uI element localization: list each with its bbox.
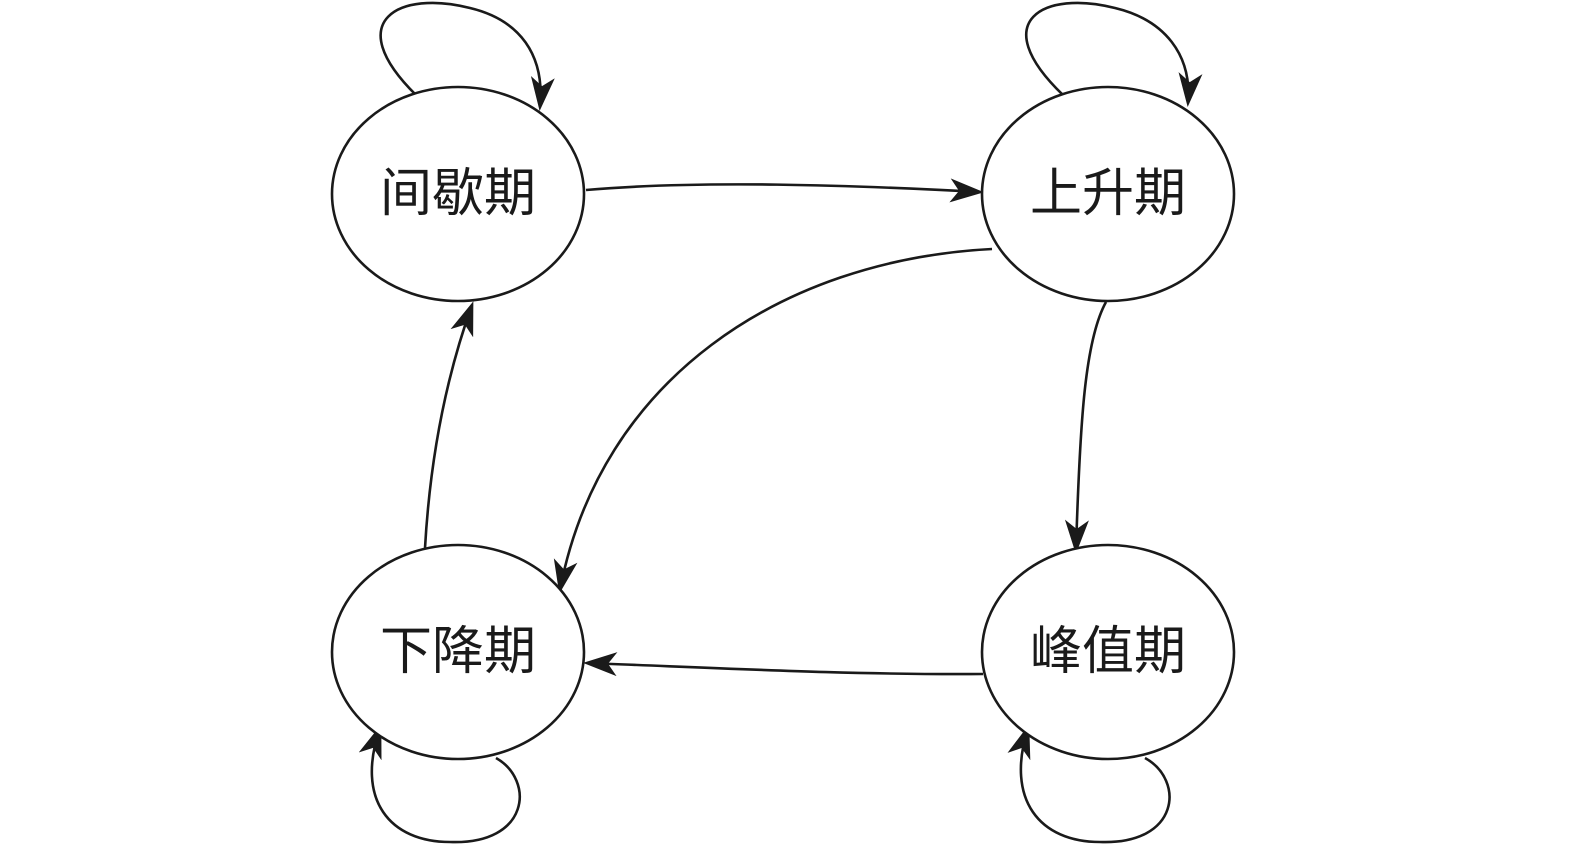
edge-rising-to-peak [1064,301,1108,554]
edge-peak-to-declining [583,652,984,677]
edge-declining-self-loop [358,724,521,844]
node-declining: 下降期 [330,543,586,761]
edge-intermittent-self-loop [379,1,555,111]
node-peak: 峰值期 [980,543,1236,761]
edge-declining-to-intermittent [423,301,474,549]
node-intermittent: 间歇期 [330,85,586,303]
node-intermittent-label: 间歇期 [380,164,536,224]
edge-peak-self-loop [1007,724,1171,844]
edge-intermittent-to-rising [585,178,984,203]
edge-rising-to-declining [553,247,993,594]
node-rising-label: 上升期 [1030,164,1186,224]
node-declining-label: 下降期 [380,622,536,682]
edge-rising-self-loop [1025,1,1203,107]
node-rising: 上升期 [980,85,1236,303]
node-peak-label: 峰值期 [1030,622,1186,682]
